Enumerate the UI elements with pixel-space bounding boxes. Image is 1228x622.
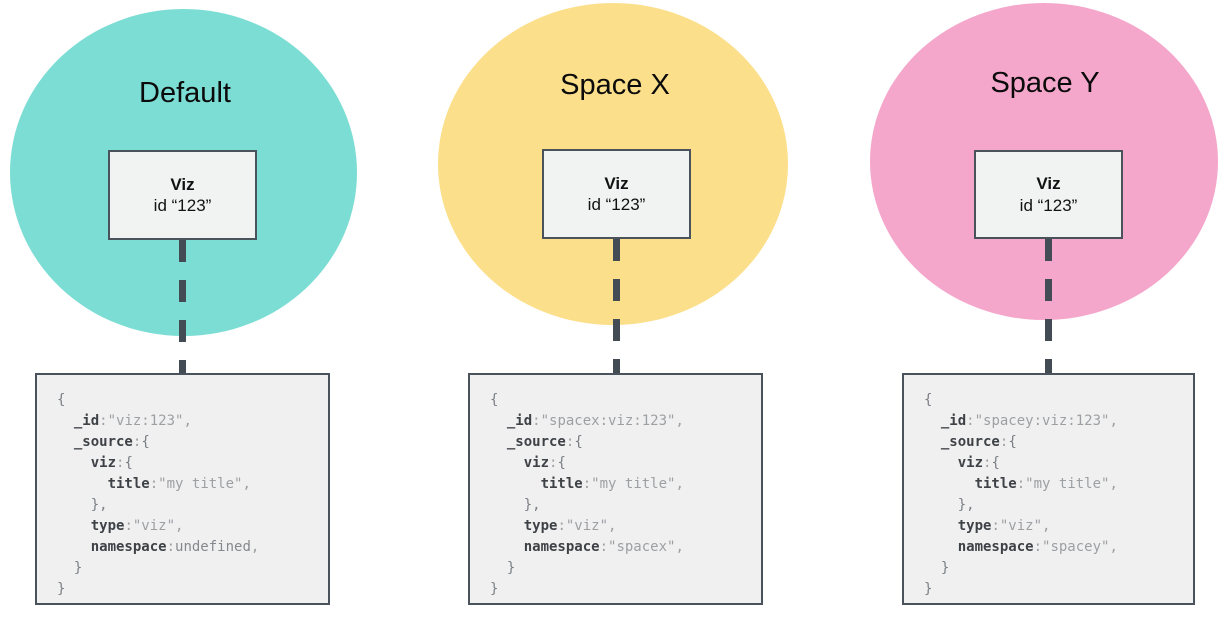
code-line: }: [73, 560, 83, 576]
code-line: _id:"viz:123",: [73, 413, 192, 429]
code-line: viz:{: [957, 455, 1000, 471]
viz-box-title: Viz: [170, 174, 195, 194]
code-box: { _id:"spacey:viz:123", _source:{ viz:{ …: [902, 373, 1195, 605]
viz-box-title: Viz: [1036, 174, 1061, 194]
code-line: {: [924, 392, 933, 408]
code-line: },: [90, 497, 108, 513]
connector-dashed-line: [179, 240, 186, 373]
viz-box-id: id “123”: [153, 196, 212, 215]
viz-box: Viz id “123”: [542, 149, 691, 239]
code-line: viz:{: [90, 455, 133, 471]
circle-title: Space Y: [990, 67, 1100, 99]
viz-box: Viz id “123”: [108, 150, 257, 240]
code-line: type:"viz",: [523, 518, 617, 534]
code-line: type:"viz",: [957, 518, 1051, 534]
code-line: title:"my title",: [107, 476, 251, 492]
code-line: {: [57, 392, 66, 408]
code-line: title:"my title",: [540, 476, 684, 492]
viz-box-id: id “123”: [587, 195, 646, 214]
code-box: { _id:"viz:123", _source:{ viz:{ title:"…: [35, 373, 330, 605]
circle-title: Space X: [560, 69, 670, 101]
code-box: { _id:"spacex:viz:123", _source:{ viz:{ …: [468, 373, 763, 605]
code-line: },: [957, 497, 975, 513]
connector-dashed-line: [613, 239, 620, 373]
code-line: }: [490, 581, 499, 597]
code-line: namespace:undefined,: [90, 539, 260, 555]
code-line: _source:{: [73, 434, 150, 450]
code-line: }: [506, 560, 516, 576]
circle-title: Default: [139, 77, 231, 109]
code-line: title:"my title",: [974, 476, 1118, 492]
code-line: _id:"spacey:viz:123",: [940, 413, 1118, 429]
viz-box: Viz id “123”: [974, 150, 1123, 239]
code-line: }: [924, 581, 933, 597]
code-line: _source:{: [506, 434, 583, 450]
code-line: _source:{: [940, 434, 1017, 450]
code-line: _id:"spacex:viz:123",: [506, 413, 684, 429]
code-line: namespace:"spacex",: [523, 539, 684, 555]
viz-box-title: Viz: [604, 173, 629, 193]
code-line: {: [490, 392, 499, 408]
viz-box-id: id “123”: [1019, 195, 1078, 215]
code-line: namespace:"spacey",: [957, 539, 1118, 555]
code-line: }: [940, 560, 950, 576]
code-line: }: [57, 581, 66, 597]
code-line: type:"viz",: [90, 518, 184, 534]
code-line: },: [523, 497, 541, 513]
code-line: viz:{: [523, 455, 566, 471]
connector-dashed-line: [1045, 239, 1052, 373]
